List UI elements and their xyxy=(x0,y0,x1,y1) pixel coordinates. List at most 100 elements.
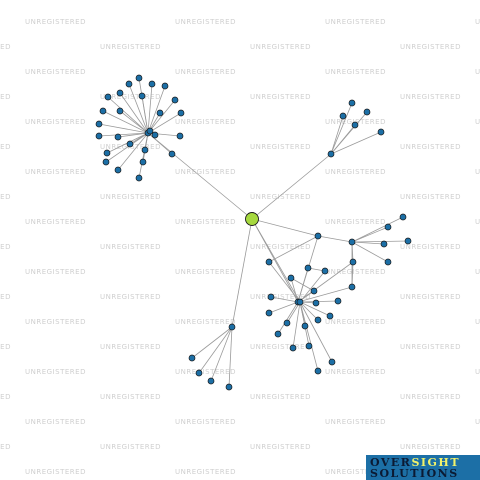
edge-e1-e2 xyxy=(351,261,354,288)
entity-node[interactable] xyxy=(195,369,203,377)
entity-node[interactable] xyxy=(348,238,356,246)
watermark-text: UNREGISTERED xyxy=(400,193,461,201)
entity-node[interactable] xyxy=(404,237,412,245)
entity-node[interactable] xyxy=(287,274,295,282)
entity-node[interactable] xyxy=(310,287,318,295)
watermark-text: UNREGISTERED xyxy=(100,293,161,301)
entity-node[interactable] xyxy=(99,107,107,115)
entity-node[interactable] xyxy=(265,258,273,266)
watermark-text: UNREGISTERED xyxy=(325,368,386,376)
watermark-text: UNREGISTERED xyxy=(175,218,236,226)
entity-node[interactable] xyxy=(102,158,110,166)
watermark-text: UNREGISTERED xyxy=(25,118,86,126)
entity-node[interactable] xyxy=(146,127,154,135)
entity-node[interactable] xyxy=(114,166,122,174)
entity-node[interactable] xyxy=(95,120,103,128)
entity-node[interactable] xyxy=(151,131,159,139)
entity-node[interactable] xyxy=(161,82,169,90)
watermark-text: UNREGISTERED xyxy=(250,243,311,251)
edge-h1-a9 xyxy=(98,132,149,137)
watermark-text: UNREGISTERED xyxy=(25,68,86,76)
watermark-text: UNREGISTERED xyxy=(0,43,11,51)
entity-node[interactable] xyxy=(301,322,309,330)
entity-node[interactable] xyxy=(384,258,392,266)
watermark-text: UNREGISTERED xyxy=(250,343,311,351)
logo-word-sight: SIGHT xyxy=(411,455,461,469)
entity-node[interactable] xyxy=(156,109,164,117)
entity-node[interactable] xyxy=(348,99,356,107)
entity-node[interactable] xyxy=(138,92,146,100)
entity-node[interactable] xyxy=(384,223,392,231)
edge-h7-d3 xyxy=(210,326,233,382)
entity-node[interactable] xyxy=(348,283,356,291)
entity-node[interactable] xyxy=(265,309,273,317)
entity-node[interactable] xyxy=(296,298,304,306)
edge-h1-a5 xyxy=(119,92,149,134)
edge-h7-d4 xyxy=(228,326,233,388)
entity-node[interactable] xyxy=(116,89,124,97)
entity-node[interactable] xyxy=(283,319,291,327)
entity-node[interactable] xyxy=(135,74,143,82)
focus-node[interactable] xyxy=(245,212,259,226)
entity-node[interactable] xyxy=(321,267,329,275)
entity-node[interactable] xyxy=(225,383,233,391)
entity-node[interactable] xyxy=(314,367,322,375)
logo-word-over: OVER xyxy=(370,455,412,469)
watermark-text: UNREGISTERED xyxy=(250,443,311,451)
entity-node[interactable] xyxy=(339,112,347,120)
oversight-solutions-logo: OVERSIGHT SOLUTIONS xyxy=(366,455,480,480)
watermark-text: UNREGISTERED xyxy=(400,93,461,101)
entity-node[interactable] xyxy=(380,240,388,248)
entity-node[interactable] xyxy=(305,342,313,350)
entity-node[interactable] xyxy=(377,128,385,136)
entity-node[interactable] xyxy=(141,146,149,154)
entity-node[interactable] xyxy=(327,150,335,158)
entity-node[interactable] xyxy=(171,96,179,104)
entity-node[interactable] xyxy=(103,149,111,157)
watermark-text: UNREGISTERED xyxy=(400,293,461,301)
entity-node[interactable] xyxy=(168,150,176,158)
entity-node[interactable] xyxy=(188,354,196,362)
watermark-text: UNREGISTERED xyxy=(475,168,480,176)
watermark-text: UNREGISTERED xyxy=(100,93,161,101)
entity-node[interactable] xyxy=(289,344,297,352)
entity-node[interactable] xyxy=(177,109,185,117)
entity-node[interactable] xyxy=(104,93,112,101)
watermark-text: UNREGISTERED xyxy=(25,218,86,226)
entity-node[interactable] xyxy=(114,133,122,141)
watermark-text: UNREGISTERED xyxy=(25,368,86,376)
entity-node[interactable] xyxy=(135,174,143,182)
entity-node[interactable] xyxy=(139,158,147,166)
entity-node[interactable] xyxy=(314,232,322,240)
entity-node[interactable] xyxy=(228,323,236,331)
entity-node[interactable] xyxy=(399,213,407,221)
entity-node[interactable] xyxy=(207,377,215,385)
entity-node[interactable] xyxy=(267,293,275,301)
entity-node[interactable] xyxy=(116,107,124,115)
entity-node[interactable] xyxy=(314,316,322,324)
entity-node[interactable] xyxy=(363,108,371,116)
entity-node[interactable] xyxy=(274,330,282,338)
edge-h7-d1 xyxy=(191,326,233,359)
edge-focus-h2 xyxy=(251,153,332,220)
entity-node[interactable] xyxy=(126,140,134,148)
watermark-text: UNREGISTERED xyxy=(25,268,86,276)
entity-node[interactable] xyxy=(351,121,359,129)
edge-h2-b3 xyxy=(330,115,344,155)
entity-node[interactable] xyxy=(176,132,184,140)
edge-h1-a3 xyxy=(147,85,166,134)
edge-h6-c4 xyxy=(351,241,385,245)
entity-node[interactable] xyxy=(95,132,103,140)
entity-node[interactable] xyxy=(304,264,312,272)
entity-node[interactable] xyxy=(349,258,357,266)
entity-node[interactable] xyxy=(148,80,156,88)
entity-node[interactable] xyxy=(326,312,334,320)
edge-h6-c5 xyxy=(351,241,389,263)
entity-node[interactable] xyxy=(312,299,320,307)
watermark-text: UNREGISTERED xyxy=(100,193,161,201)
entity-node[interactable] xyxy=(334,297,342,305)
entity-node[interactable] xyxy=(328,358,336,366)
watermark-text: UNREGISTERED xyxy=(0,343,11,351)
entity-node[interactable] xyxy=(125,80,133,88)
